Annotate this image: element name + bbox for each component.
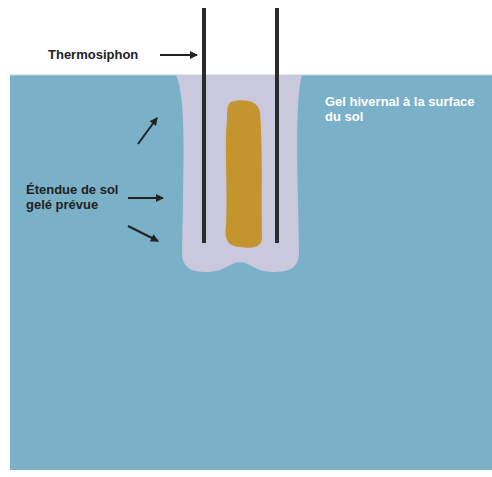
frozen-extent-label: Étendue de sol gelé prévue <box>26 182 138 212</box>
surface-frost-label: Gel hivernal à la surface du sol <box>325 94 475 124</box>
leader-arrow <box>128 226 158 241</box>
leader-arrow <box>160 54 197 56</box>
leader-arrow <box>138 118 157 144</box>
thermosiphon-label: Thermosiphon <box>48 47 158 62</box>
ground <box>10 75 492 470</box>
thermosiphon-pipe <box>275 8 279 243</box>
frozen-soil-zone <box>176 75 302 272</box>
thermosiphon-pipe <box>202 8 206 243</box>
leader-arrow <box>128 197 163 199</box>
soil-core <box>226 100 262 248</box>
